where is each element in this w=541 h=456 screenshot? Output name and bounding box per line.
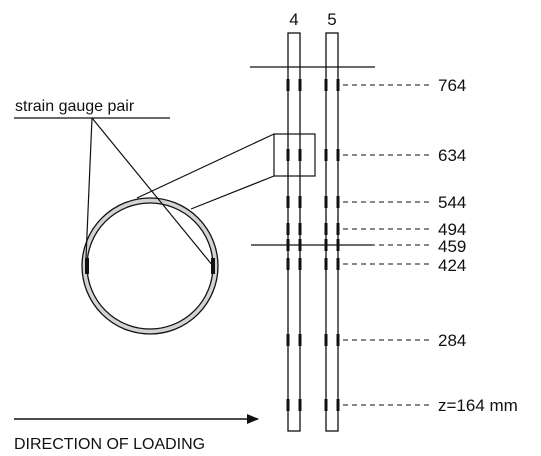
direction-of-loading-label: DIRECTION OF LOADING	[14, 436, 205, 453]
gauge-mark	[286, 149, 290, 161]
gauge-mark	[324, 399, 328, 411]
gauge-mark	[324, 79, 328, 91]
gauge-mark	[298, 196, 302, 208]
detail-leader-bottom	[190, 175, 275, 210]
gauge-mark	[336, 149, 340, 161]
strain-gauge-pair-label: strain gauge pair	[15, 98, 135, 115]
gauge-level-label: 494	[438, 220, 466, 239]
gauge-level-label: 634	[438, 146, 466, 165]
gauge-mark	[324, 196, 328, 208]
gauge-mark	[324, 239, 328, 251]
gauge-mark	[336, 258, 340, 270]
callout-leader-right	[91, 117, 214, 267]
gauge-level-label: 424	[438, 256, 466, 275]
gauge-level-label: 544	[438, 193, 466, 212]
gauge-mark	[298, 239, 302, 251]
strain-gauge-left	[85, 258, 89, 274]
gauge-mark	[286, 196, 290, 208]
gauge-mark	[324, 258, 328, 270]
gauge-mark	[336, 196, 340, 208]
gauge-mark	[336, 223, 340, 235]
gauge-mark	[286, 79, 290, 91]
pile-cross-section-inner	[86, 202, 214, 330]
gauge-mark	[324, 223, 328, 235]
gauge-mark	[336, 334, 340, 346]
gauge-mark	[298, 399, 302, 411]
pile-label-4: 4	[289, 10, 298, 29]
gauge-mark	[298, 149, 302, 161]
gauge-level-label: 764	[438, 76, 466, 95]
gauge-mark	[298, 223, 302, 235]
callout-leader-left	[85, 117, 93, 259]
gauge-mark	[336, 239, 340, 251]
gauge-level-label: z=164 mm	[438, 396, 518, 415]
gauge-level-label: 284	[438, 331, 466, 350]
gauge-mark	[298, 258, 302, 270]
gauge-mark	[336, 79, 340, 91]
pile-4	[287, 32, 301, 432]
gauge-mark	[298, 79, 302, 91]
gauge-mark	[336, 399, 340, 411]
gauge-level-label: 459	[438, 237, 466, 256]
gauge-mark	[286, 239, 290, 251]
gauge-mark	[286, 223, 290, 235]
pile-5	[325, 32, 339, 432]
gauge-mark	[324, 149, 328, 161]
gauge-mark	[324, 334, 328, 346]
detail-leader-top	[136, 133, 275, 199]
gauge-mark	[286, 334, 290, 346]
gauge-mark	[286, 258, 290, 270]
gauge-mark	[298, 334, 302, 346]
pile-label-5: 5	[327, 10, 336, 29]
detail-box	[273, 133, 316, 177]
gauge-mark	[286, 399, 290, 411]
